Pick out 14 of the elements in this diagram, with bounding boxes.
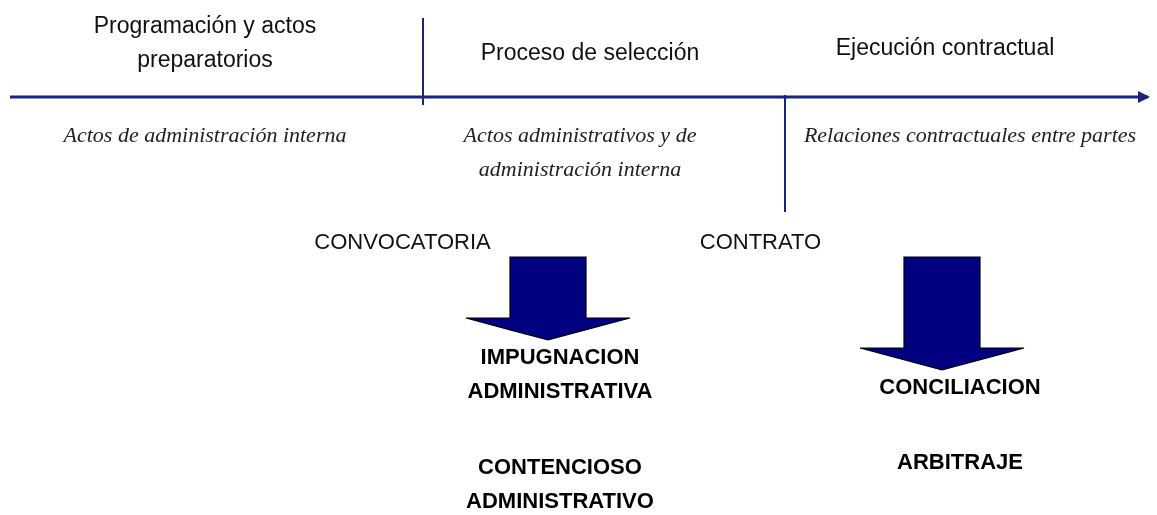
phase-heading: Proceso de selección <box>479 38 701 67</box>
milestone-text: CONTRATO <box>688 227 833 257</box>
phase-heading: Programación y actos preparatorios <box>92 11 318 74</box>
phase-description: Actos de administración interna <box>61 121 348 149</box>
outcome-text: CONCILIACION <box>855 370 1065 404</box>
outcome-text: CONTENCIOSO ADMINISTRATIVO <box>440 450 680 515</box>
milestone-text: CONVOCATORIA <box>300 227 505 257</box>
outcome-text: ARBITRAJE <box>855 445 1065 479</box>
phase-heading: Ejecución contractual <box>834 33 1056 62</box>
phase-description: Relaciones contractuales entre partes <box>802 121 1138 149</box>
block-arrow <box>859 256 1025 371</box>
phase-description: Actos administrativos y de administración interna <box>461 121 698 183</box>
block-arrow <box>465 256 631 341</box>
outcome-text: IMPUGNACION ADMINISTRATIVA <box>440 340 680 408</box>
